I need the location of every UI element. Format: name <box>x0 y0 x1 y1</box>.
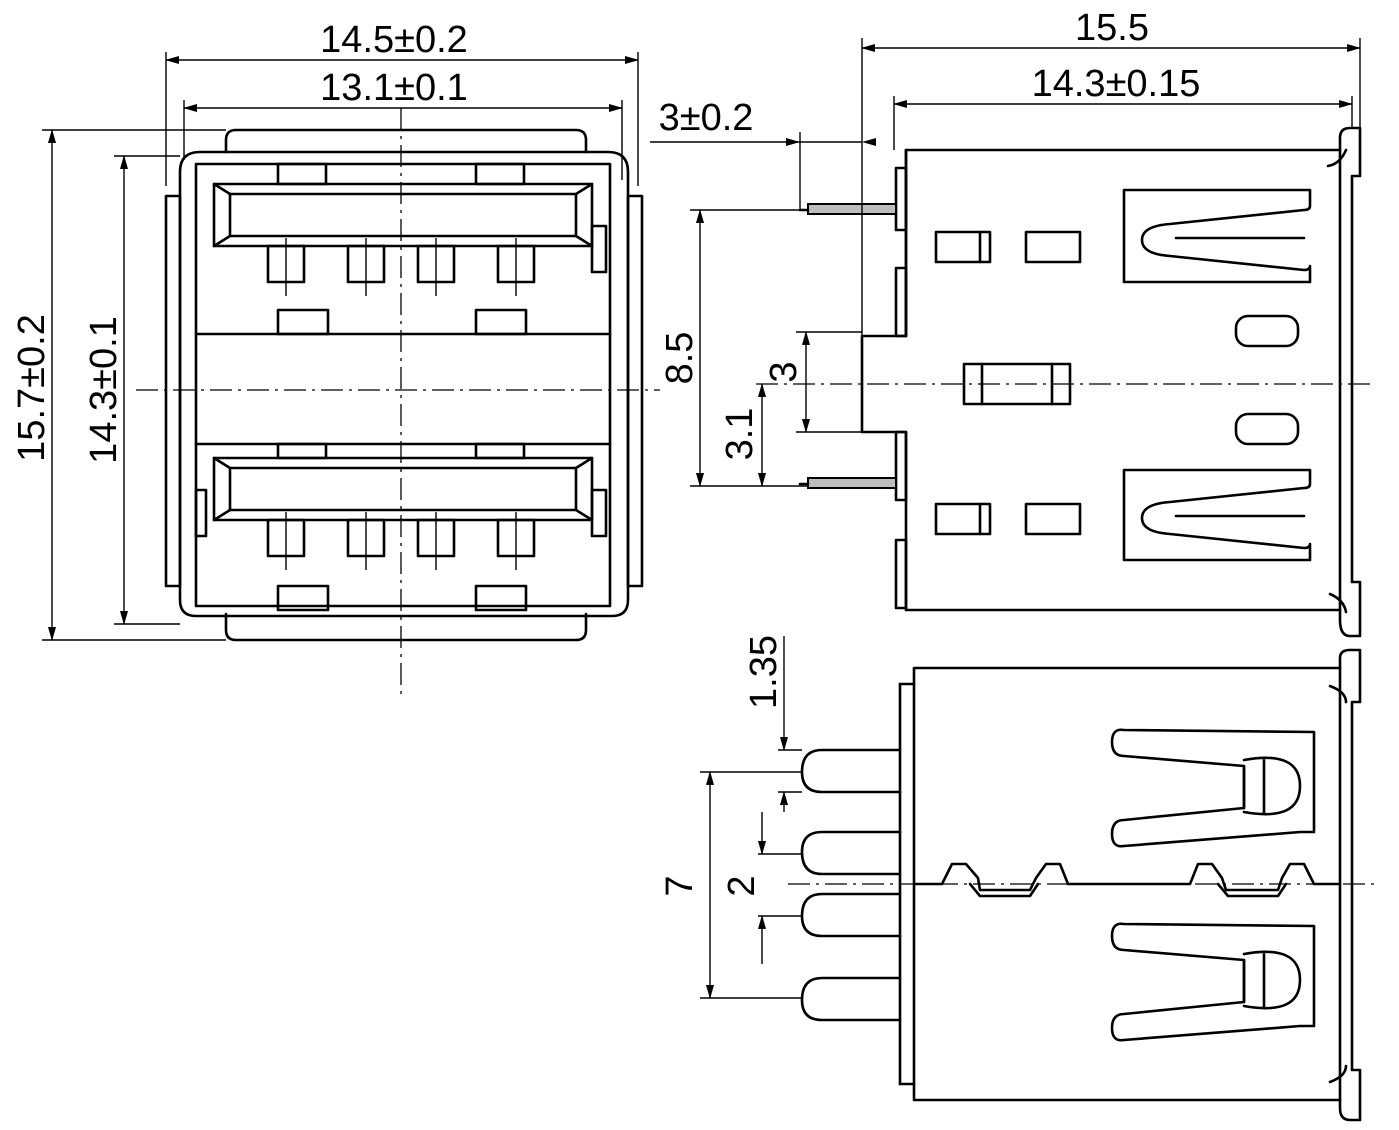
dim-body-length: 14.3±0.15 <box>1032 63 1201 105</box>
dim-peg-offset: 3.1 <box>719 408 761 461</box>
side-right-flange <box>1338 126 1362 638</box>
dim-pin-spacing: 8.5 <box>659 332 701 385</box>
bottom-top-spring <box>1110 728 1316 848</box>
side-body <box>860 148 1342 612</box>
bottom-pin-1 <box>800 748 902 794</box>
front-bottom-tab <box>224 612 588 642</box>
bottom-bottom-spring <box>1110 922 1316 1042</box>
front-left-latch-bottom <box>194 488 208 538</box>
side-top-spring <box>1122 188 1312 284</box>
bottom-right-flange <box>1338 648 1362 1122</box>
side-bottom-pin <box>807 477 897 489</box>
dim-inner-height: 14.3±0.1 <box>83 316 125 464</box>
dim-pin-pitch-group: 7 <box>659 875 701 896</box>
dim-pin-offset: 3±0.2 <box>659 97 754 139</box>
front-inner-shell <box>194 162 612 608</box>
side-top-pin <box>807 203 897 215</box>
front-top-tab <box>224 128 588 154</box>
front-view: 14.5±0.2 13.1±0.1 15.7±0.2 14.3±0.1 <box>11 19 660 694</box>
bottom-pin-4 <box>800 976 902 1022</box>
dim-pin-width: 1.35 <box>743 635 785 709</box>
front-left-flange <box>164 194 182 588</box>
bottom-view: 1.35 7 2 <box>659 635 1374 1122</box>
front-bottom-port <box>212 442 594 612</box>
dim-overall-length: 15.5 <box>1075 7 1149 49</box>
bottom-pin-3 <box>800 892 902 938</box>
side-view: 15.5 14.3±0.15 3±0.2 8.5 3 3.1 <box>650 7 1374 638</box>
dim-overall-width: 14.5±0.2 <box>320 19 468 61</box>
front-outer-shell <box>178 150 630 618</box>
front-right-latch-bottom <box>590 488 608 538</box>
side-bottom-spring <box>1122 468 1312 562</box>
front-right-flange <box>626 194 644 588</box>
bottom-pin-2 <box>800 830 902 876</box>
dim-peg-height: 3 <box>763 361 805 382</box>
dim-pin-gap: 2 <box>721 875 763 896</box>
dim-inner-width: 13.1±0.1 <box>320 67 468 109</box>
front-right-latch-top <box>590 224 608 274</box>
front-top-port <box>212 162 594 336</box>
bottom-center-latch <box>912 862 1342 892</box>
dim-overall-height: 15.7±0.2 <box>11 314 53 462</box>
